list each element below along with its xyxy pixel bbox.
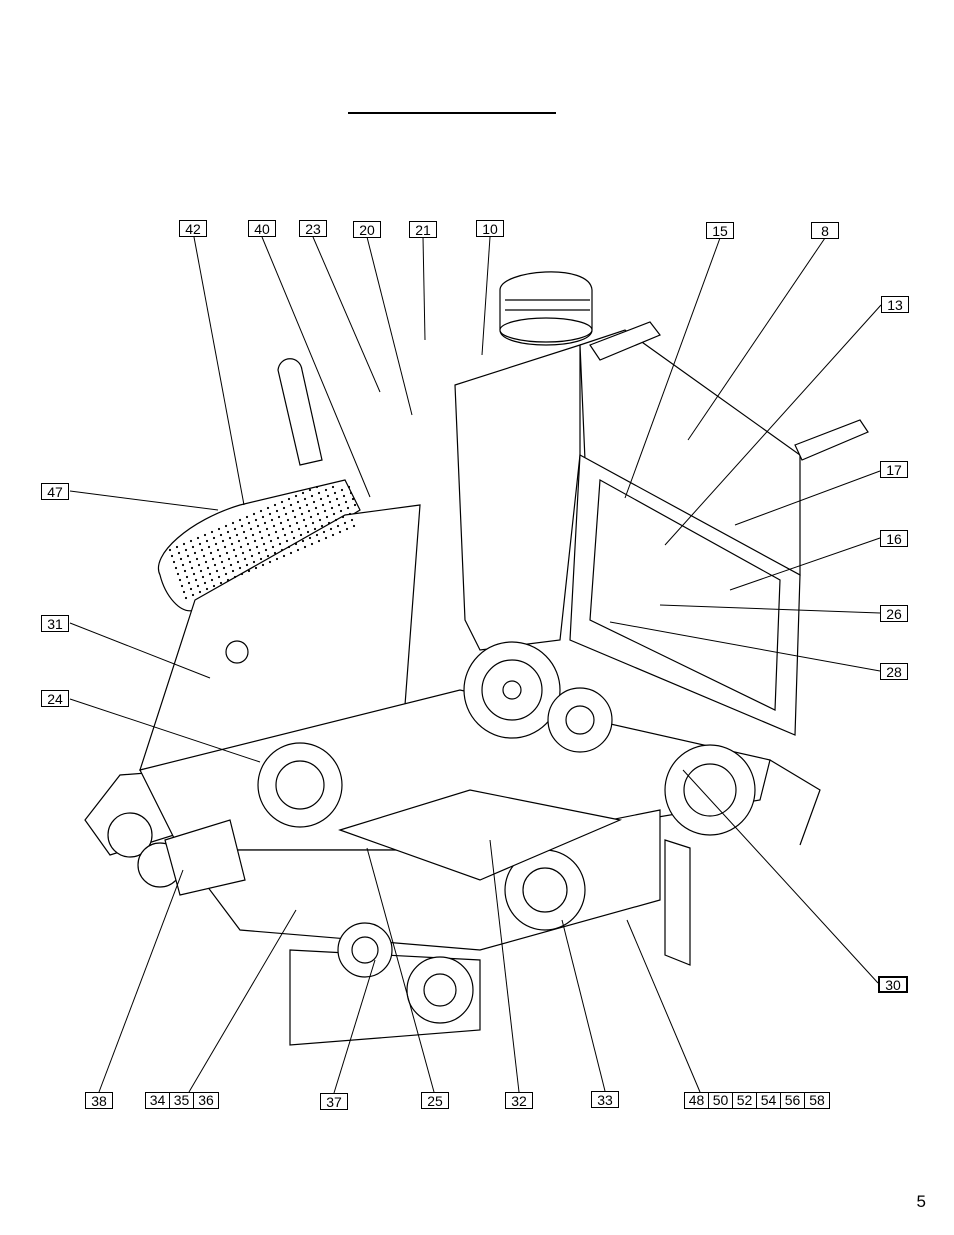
callout-34: 34 [146, 1093, 170, 1108]
callout-15: 15 [706, 222, 734, 239]
callout-58: 58 [809, 1092, 825, 1108]
callout-38: 38 [85, 1092, 113, 1109]
machine-body [84, 271, 869, 1046]
callout-42: 42 [179, 220, 207, 237]
callout-37: 37 [320, 1093, 348, 1110]
callout-24: 24 [41, 690, 69, 707]
callout-16: 16 [880, 530, 908, 547]
callout-50: 50 [709, 1093, 733, 1108]
callout-25: 25 [421, 1092, 449, 1109]
callout-30: 30 [878, 976, 908, 993]
leader-lines [69, 236, 882, 1094]
callout-48: 48 [685, 1093, 709, 1108]
callout-13: 13 [881, 296, 909, 313]
callout-40: 40 [248, 220, 276, 237]
callout-56: 56 [781, 1093, 805, 1108]
callout-35: 35 [170, 1093, 194, 1108]
callout-10: 10 [476, 220, 504, 237]
callout-23: 23 [299, 220, 327, 237]
callout-28: 28 [880, 663, 908, 680]
callout-group-48-58: 48 50 52 54 56 58 [684, 1092, 830, 1109]
callout-31: 31 [41, 615, 69, 632]
callout-group-34-36: 34 35 36 [145, 1092, 219, 1109]
callout-17: 17 [880, 461, 908, 478]
callout-36: 36 [198, 1092, 214, 1108]
callout-32: 32 [505, 1092, 533, 1109]
callout-8: 8 [811, 222, 839, 239]
callout-54: 54 [757, 1093, 781, 1108]
callout-52: 52 [733, 1093, 757, 1108]
callout-33: 33 [591, 1091, 619, 1108]
callout-20: 20 [353, 221, 381, 238]
muffler-perforation [168, 485, 357, 600]
callout-21: 21 [409, 221, 437, 238]
page-number: 5 [916, 1192, 926, 1211]
callout-47: 47 [41, 483, 69, 500]
callout-26: 26 [880, 605, 908, 622]
title-underline [348, 112, 556, 114]
